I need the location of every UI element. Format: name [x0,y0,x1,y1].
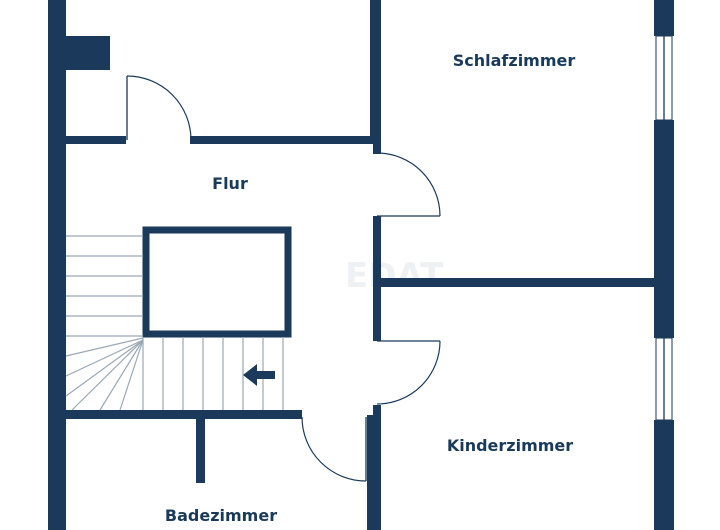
door-arc-kinderzimmer [376,340,441,405]
wall-top-left-vertical [370,0,381,140]
room-label-kinderzimmer: Kinderzimmer [447,436,573,455]
door-arc-badezimmer [301,416,367,482]
door-arc-top [126,75,192,141]
wall-bad-partition [196,419,205,483]
wall-schlafzimmer-kinderzimmer [381,278,656,287]
wall-flur-top-left [66,136,126,144]
room-label-schlafzimmer: Schlafzimmer [453,51,576,70]
wall-left-outer [48,0,66,530]
room-label-flur: Flur [212,174,248,193]
stair-direction-arrow-icon [243,364,275,386]
wall-right-1 [654,0,674,36]
watermark: EDAT [345,256,444,296]
wall-right-3 [654,420,674,530]
wall-flur-top-right [190,136,380,144]
room-label-badezimmer: Badezimmer [165,506,277,525]
stairs-bottom-flight [142,337,284,410]
chimney [66,36,110,70]
stairs-winder [65,335,144,411]
wall-central-mid [373,216,381,341]
wall-right-2 [654,120,674,338]
stairs-left-flight [66,235,143,317]
door-arc-schlafzimmer [376,152,441,217]
wall-central-upper [373,140,381,154]
stairwell-opening [142,226,292,338]
wall-bad-stub [367,415,377,530]
wall-flur-badezimmer [66,410,302,419]
